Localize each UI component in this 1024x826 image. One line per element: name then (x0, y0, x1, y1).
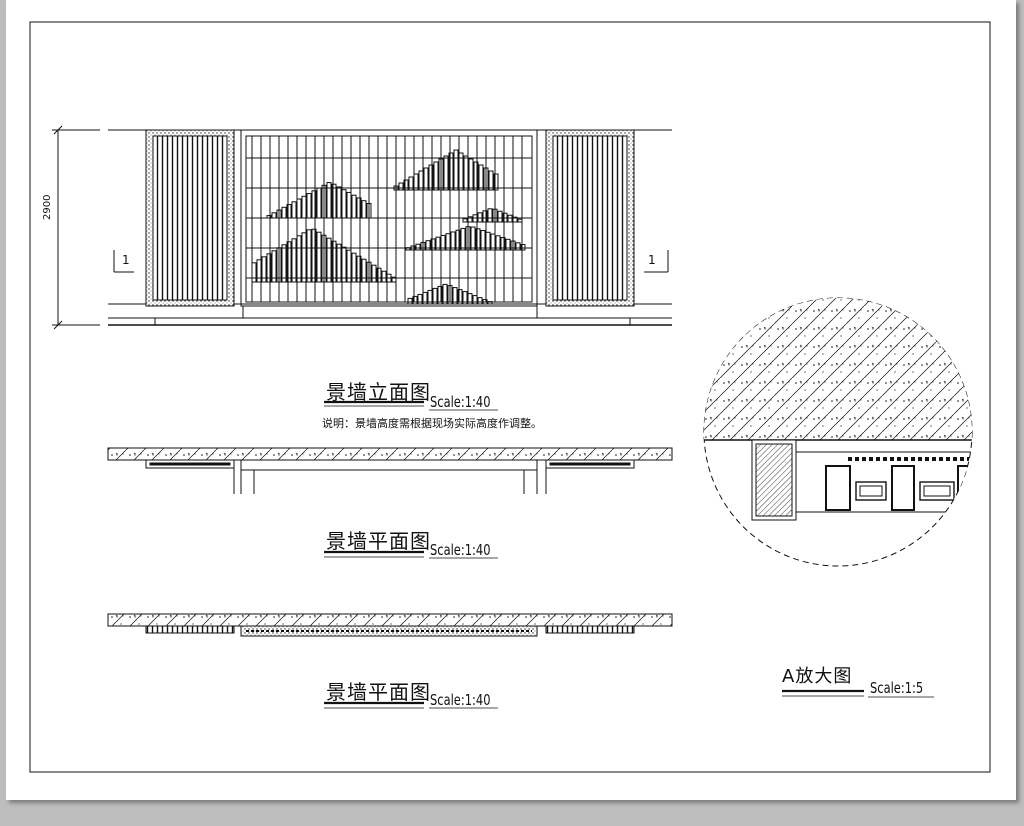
plan-2-scale: Scale:1:40 (430, 691, 491, 709)
gate-mountain-motif (251, 149, 526, 305)
detail-a-drawing (703, 297, 973, 567)
elevation-title: 景墙立面图 (326, 380, 431, 404)
elevation-note: 说明：景墙高度需根据现场实际高度作调整。 (322, 417, 542, 430)
plan-1-drawing (107, 447, 673, 494)
gate-vertical-bars (251, 136, 523, 302)
title-underlines (324, 400, 934, 709)
section-mark-left: 1 (122, 253, 130, 267)
plan-2-title: 景墙平面图 (326, 680, 431, 704)
plan-2-drawing (107, 613, 673, 637)
sheet-border (29, 21, 991, 773)
section-mark-right: 1 (648, 253, 656, 267)
elevation-scale: Scale:1:40 (430, 393, 491, 411)
height-dimension: 2900 (42, 194, 53, 220)
detail-a-title: A放大图 (782, 666, 853, 687)
detail-a-scale: Scale:1:5 (870, 679, 924, 697)
plan-1-scale: Scale:1:40 (430, 541, 491, 559)
plan-1-title: 景墙平面图 (326, 529, 431, 553)
elevation-drawing (52, 125, 672, 330)
